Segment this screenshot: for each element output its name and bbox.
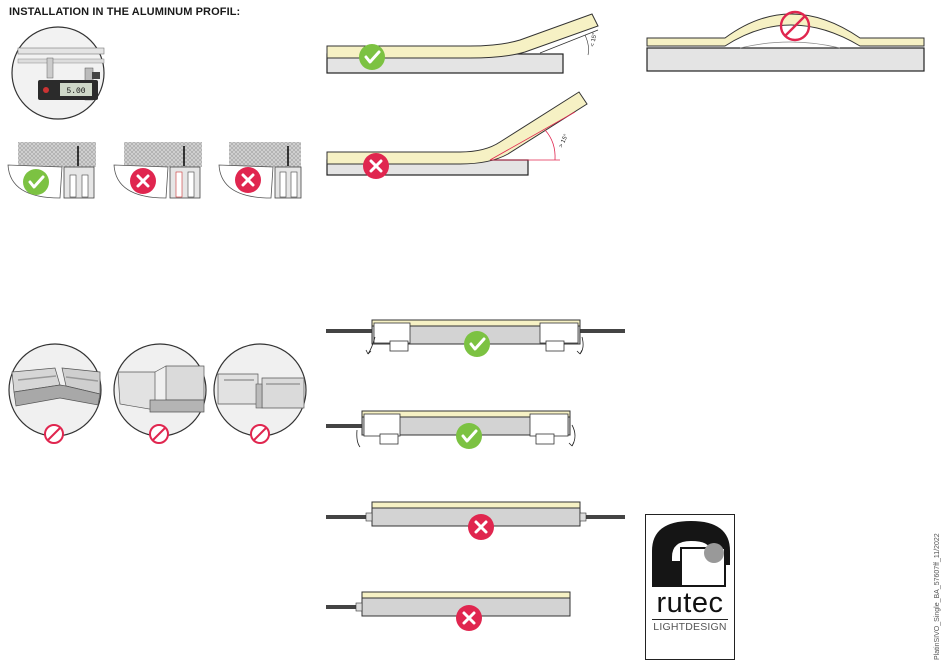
profile-joint-detail-2 [114, 344, 206, 443]
angle-over-15-label: > 15° [558, 133, 570, 149]
ok-check-icon [456, 423, 482, 449]
caliper-measurement-illustration: 5.00 [12, 27, 104, 119]
angle-under-15-label: < 15° [590, 32, 598, 48]
bend-under-15-ok: < 15° [327, 14, 599, 73]
feed-option-4-wrong [326, 592, 570, 631]
ok-check-icon [23, 169, 49, 195]
no-sign-icon [251, 425, 269, 443]
logo-mark [652, 521, 730, 587]
bend-over-15-wrong: > 15° [327, 92, 587, 179]
profile-joint-detail-1 [9, 344, 101, 443]
wrong-cross-icon [130, 168, 156, 194]
logo-subtitle: LIGHTDESIGN [646, 621, 734, 633]
profile-joint-detail-3 [214, 344, 306, 443]
rutec-logo: rutec LIGHTDESIGN [645, 514, 735, 660]
no-sign-icon [150, 425, 168, 443]
logo-divider [652, 619, 728, 620]
logo-wordmark: rutec [646, 587, 734, 620]
profile-mount-wrong-2 [219, 142, 301, 198]
feed-option-3-wrong [326, 502, 625, 540]
profile-mount-wrong-1 [114, 142, 202, 198]
ok-check-icon [359, 44, 385, 70]
wrong-cross-icon [456, 605, 482, 631]
ok-check-icon [464, 331, 490, 357]
wrong-cross-icon [235, 167, 261, 193]
feed-option-2-ok [326, 411, 575, 449]
feed-option-1-ok [326, 320, 625, 357]
wrong-cross-icon [363, 153, 389, 179]
profile-mount-ok [8, 142, 96, 198]
caliper-display-value: 5.00 [66, 87, 85, 96]
bulged-strip-wrong [647, 12, 924, 71]
document-code: PlatinSIVO_Single_BA_57607ff_11/2022 [934, 533, 941, 660]
wrong-cross-icon [468, 514, 494, 540]
no-sign-icon [45, 425, 63, 443]
